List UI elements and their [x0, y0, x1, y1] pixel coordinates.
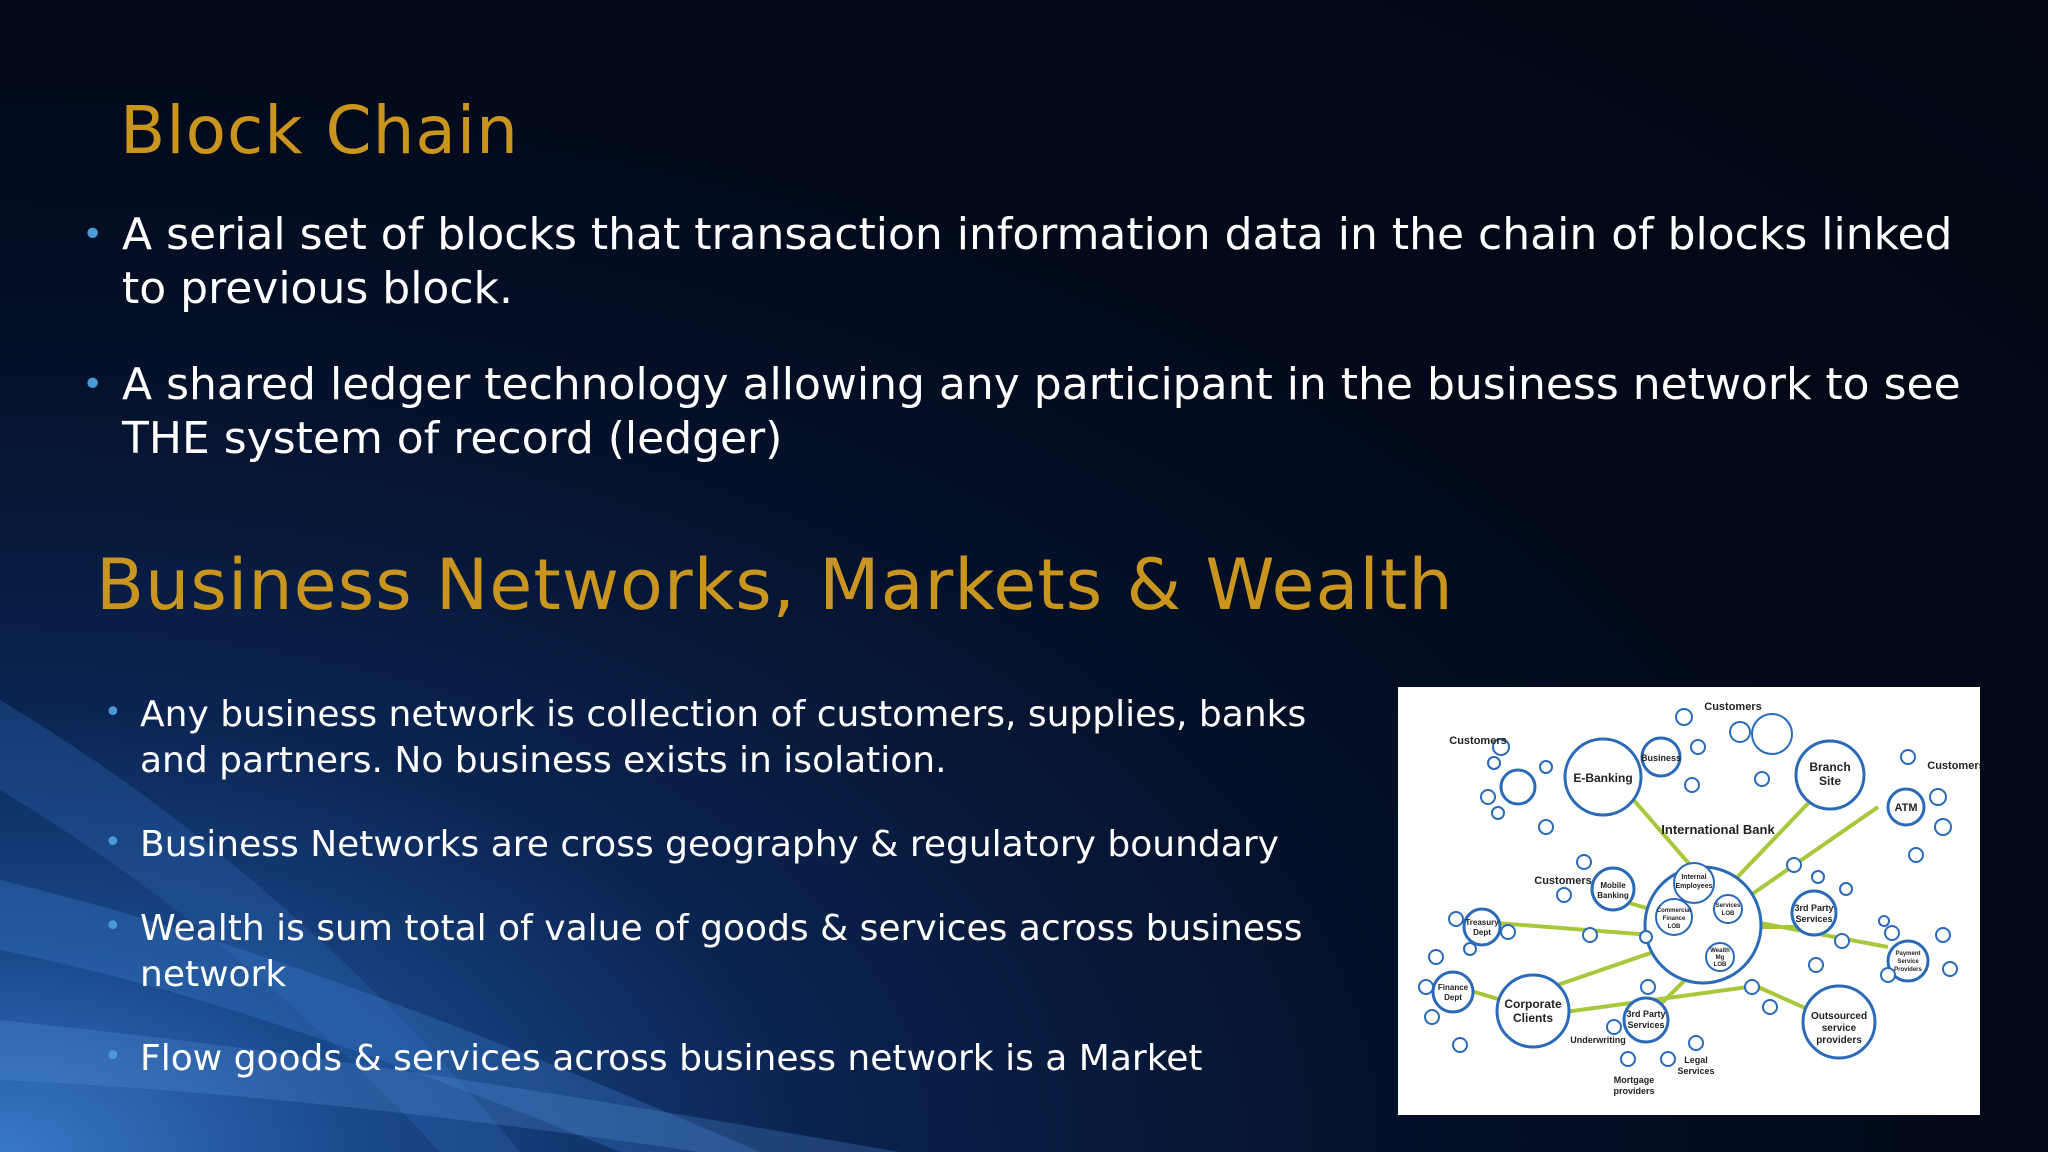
label-wealth-3: LOB — [1714, 962, 1727, 968]
label-legal-2: Services — [1677, 1066, 1714, 1076]
label-customers-left: Customers — [1449, 735, 1506, 747]
bullet-item: • A serial set of blocks that transaction… — [82, 208, 2002, 316]
label-mortgage-1: Mortgage — [1614, 1075, 1655, 1085]
label-international-bank: International Bank — [1661, 822, 1775, 837]
label-commercial-3: LOB — [1668, 924, 1681, 930]
label-legal-1: Legal — [1684, 1055, 1708, 1065]
label-internal-2: Employees — [1676, 883, 1713, 890]
bullet-item: • Business Networks are cross geography &… — [104, 822, 1320, 868]
bullet-glyph: • — [82, 364, 104, 405]
label-services-2: LOB — [1722, 911, 1735, 917]
label-third-party-bottom-2: Services — [1627, 1020, 1664, 1030]
bullet-glyph: • — [104, 1039, 122, 1074]
bullet-text: Business Networks are cross geography & … — [140, 824, 1279, 865]
slide-title-business-networks: Business Networks, Markets & Wealth — [96, 544, 1454, 626]
label-third-party-bottom-1: 3rd Party — [1626, 1009, 1665, 1019]
label-outsourced-3: providers — [1816, 1035, 1862, 1046]
bullet-text: Flow goods & services across business ne… — [140, 1038, 1203, 1079]
label-customers-mid: Customers — [1534, 875, 1591, 887]
label-payment-2: Service — [1897, 959, 1919, 965]
bullet-item: • Flow goods & services across business n… — [104, 1036, 1320, 1082]
business-network-bullet-list: • Any business network is collection of c… — [104, 692, 1320, 1120]
bullet-glyph: • — [104, 825, 122, 860]
label-wealth-2: Mg — [1716, 955, 1725, 961]
label-internal-1: Internal — [1681, 874, 1706, 881]
label-branch-site-2: Site — [1819, 774, 1841, 788]
label-customers-right: Customers — [1927, 760, 1980, 772]
bullet-text: A serial set of blocks that transaction … — [122, 209, 1953, 314]
label-treasury-2: Dept — [1473, 928, 1491, 937]
label-third-party-right-1: 3rd Party — [1794, 903, 1833, 913]
label-atm: ATM — [1894, 802, 1917, 814]
label-e-banking: E-Banking — [1573, 771, 1632, 785]
business-network-diagram: Customers Customers Customers Customers … — [1398, 687, 1980, 1115]
label-wealth-1: Wealth — [1710, 948, 1730, 954]
label-finance-1: Finance — [1438, 983, 1469, 992]
label-corporate-1: Corporate — [1504, 997, 1562, 1011]
label-finance-2: Dept — [1444, 993, 1462, 1002]
bullet-item: • Any business network is collection of c… — [104, 692, 1320, 784]
label-mortgage-2: providers — [1613, 1086, 1654, 1096]
label-outsourced-2: service — [1822, 1023, 1857, 1034]
bullet-text: Any business network is collection of cu… — [140, 694, 1307, 781]
label-customers-top: Customers — [1704, 701, 1761, 713]
label-mobile-1: Mobile — [1600, 881, 1626, 890]
label-commercial-1: Commercial — [1657, 908, 1692, 914]
label-branch-site-1: Branch — [1809, 760, 1850, 774]
label-services-1: Services — [1716, 903, 1741, 909]
label-payment-3: Providers — [1894, 967, 1922, 973]
label-corporate-2: Clients — [1513, 1011, 1553, 1025]
bullet-glyph: • — [104, 909, 122, 944]
bullet-text: A shared ledger technology allowing any … — [122, 359, 1961, 464]
block-chain-bullet-list: • A serial set of blocks that transaction… — [82, 208, 2002, 508]
bullet-glyph: • — [104, 695, 122, 730]
bullet-text: Wealth is sum total of value of goods & … — [140, 908, 1303, 995]
bullet-item: • Wealth is sum total of value of goods &… — [104, 906, 1320, 998]
label-business: Business — [1641, 753, 1681, 763]
label-outsourced-1: Outsourced — [1811, 1011, 1867, 1022]
label-underwriting: Underwriting — [1570, 1035, 1626, 1045]
label-mobile-2: Banking — [1597, 891, 1629, 900]
label-commercial-2: Finance — [1663, 916, 1686, 922]
label-third-party-right-2: Services — [1795, 914, 1832, 924]
slide-title-block-chain: Block Chain — [120, 92, 520, 169]
bullet-glyph: • — [82, 214, 104, 255]
label-treasury-1: Treasury — [1465, 918, 1499, 927]
bullet-item: • A shared ledger technology allowing any… — [82, 358, 2002, 466]
label-payment-1: Payment — [1895, 951, 1920, 957]
